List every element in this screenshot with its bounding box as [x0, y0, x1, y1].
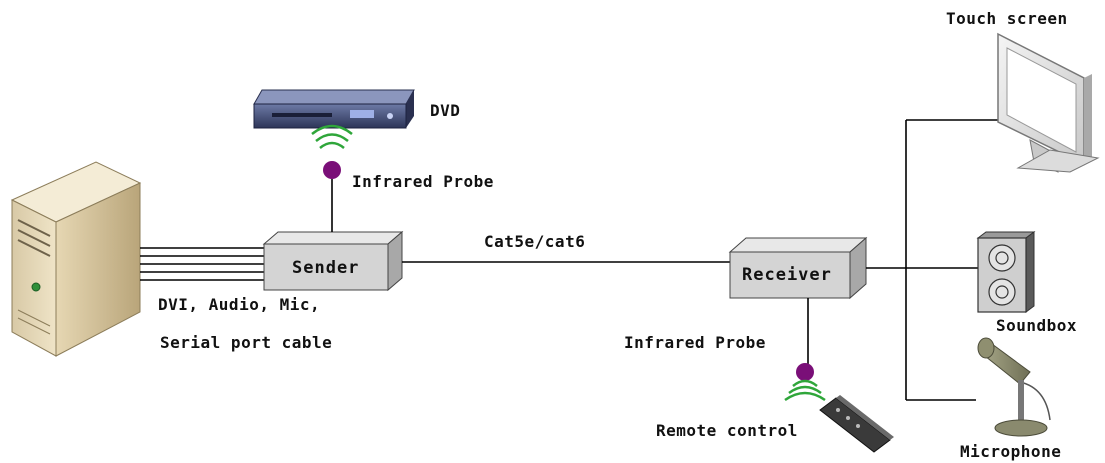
sender-label: Sender — [292, 258, 360, 278]
touch-screen-label: Touch screen — [946, 9, 1068, 28]
infrared-probe-bottom-icon — [784, 298, 826, 402]
sender-box — [262, 230, 404, 292]
pc-tower-icon — [10, 161, 142, 357]
cables-label-line2: Serial port cable — [160, 333, 333, 352]
cables-label-line1: DVI, Audio, Mic, — [158, 295, 321, 314]
infrared-probe-top-label: Infrared Probe — [352, 172, 494, 191]
receiver-box — [728, 236, 868, 300]
infrared-probe-top-icon — [311, 124, 353, 232]
remote-control-icon — [819, 395, 894, 453]
microphone-label: Microphone — [960, 442, 1062, 461]
pc-sender-cables — [140, 247, 264, 281]
cable-type-label: Cat5e/cat6 — [484, 232, 586, 251]
speaker-icon — [976, 231, 1036, 313]
remote-control-label: Remote control — [656, 421, 798, 440]
dvd-player-icon — [253, 89, 415, 129]
monitor-icon — [997, 32, 1100, 173]
dvd-label: DVD — [430, 101, 461, 120]
infrared-probe-bottom-label: Infrared Probe — [624, 333, 766, 352]
receiver-label: Receiver — [742, 265, 832, 285]
soundbox-label: Soundbox — [996, 316, 1078, 335]
receiver-output-lines — [866, 119, 998, 401]
microphone-icon — [977, 337, 1051, 437]
